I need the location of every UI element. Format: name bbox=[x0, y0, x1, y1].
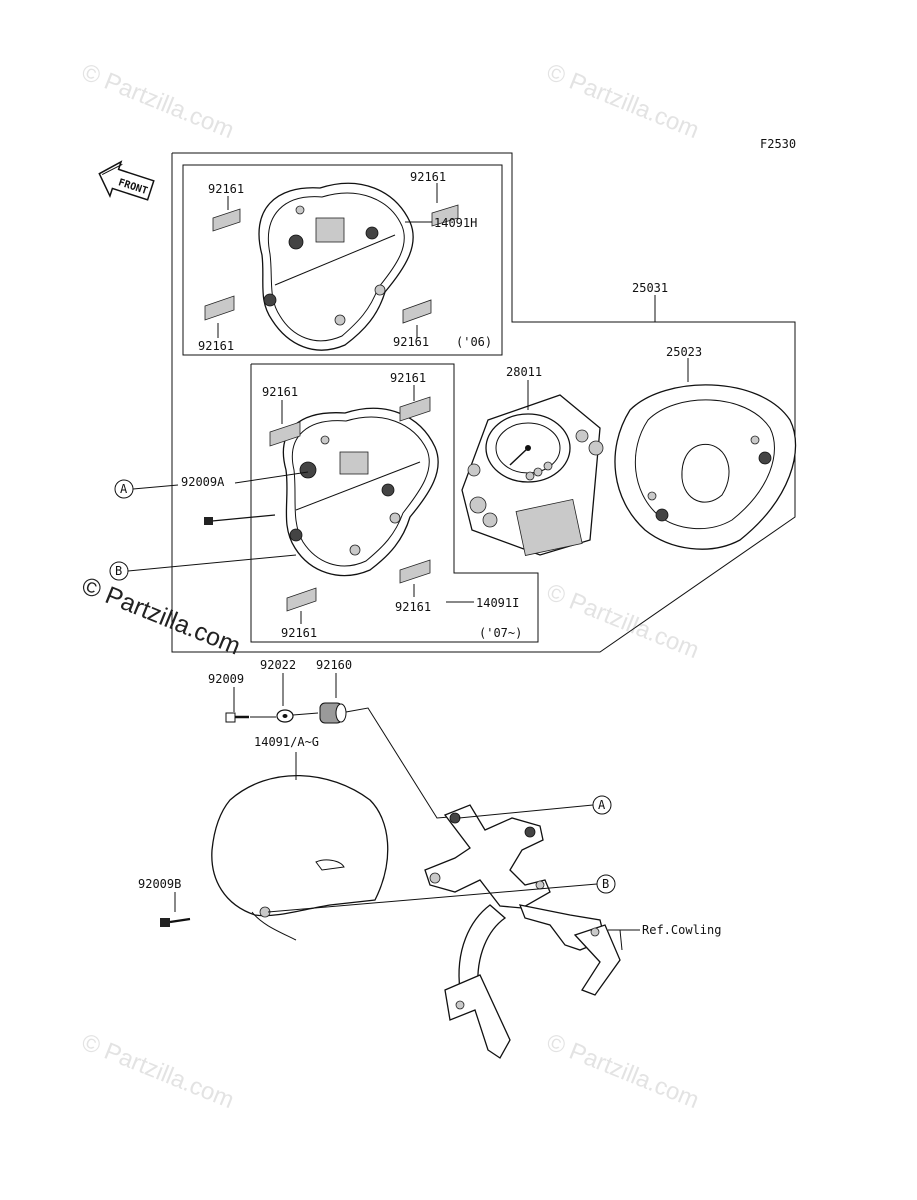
label-25023: 25023 bbox=[666, 345, 702, 359]
sticker-92161-5 bbox=[269, 421, 301, 447]
label-92022: 92022 bbox=[260, 658, 296, 672]
label-14091H: 14091H bbox=[434, 216, 477, 230]
watermark-1: © Partzilla.com bbox=[78, 59, 238, 145]
watermark-3: © Partzilla.com bbox=[543, 579, 703, 665]
box-2006 bbox=[182, 164, 503, 356]
label-92009A: 92009A bbox=[181, 475, 225, 489]
label-92161-7: 92161 bbox=[281, 626, 317, 640]
label-28011: 28011 bbox=[506, 365, 542, 379]
sticker-92161-7 bbox=[286, 587, 317, 612]
label-14091AG: 14091/A~G bbox=[254, 735, 319, 749]
meter-case-14091I bbox=[282, 407, 439, 577]
label-92161-2: 92161 bbox=[410, 170, 446, 184]
label-92161-1: 92161 bbox=[208, 182, 244, 196]
label-92161-4: 92161 bbox=[393, 335, 429, 349]
note-2007: ('07~) bbox=[479, 626, 522, 640]
meter-cover-25023 bbox=[614, 384, 797, 550]
front-arrow-icon: FRONT bbox=[98, 160, 155, 201]
sticker-92161-4 bbox=[402, 299, 432, 324]
box-2007 bbox=[250, 363, 539, 643]
label-92161-3: 92161 bbox=[198, 339, 234, 353]
sticker-92161-8 bbox=[399, 559, 431, 584]
watermark-4: © Partzilla.com bbox=[78, 1029, 238, 1115]
label-92161-8: 92161 bbox=[395, 600, 431, 614]
sticker-92161-1 bbox=[212, 208, 241, 232]
meter-unit-28011 bbox=[461, 394, 604, 557]
watermark-5: © Partzilla.com bbox=[543, 1029, 703, 1115]
label-92009B: 92009B bbox=[138, 877, 181, 891]
label-92161-6: 92161 bbox=[390, 371, 426, 385]
callout-B-upper bbox=[109, 561, 129, 581]
watermark-prominent: © Partzilla.com bbox=[78, 572, 245, 661]
screw-92009A bbox=[204, 514, 276, 525]
callout-B-upper-letter: B bbox=[115, 564, 122, 578]
grommet-92160 bbox=[319, 702, 347, 724]
sticker-92161-3 bbox=[204, 295, 235, 321]
screw-92009B bbox=[160, 917, 191, 927]
screw-92009 bbox=[225, 712, 249, 723]
label-ref-cowling: Ref.Cowling bbox=[642, 923, 721, 937]
sticker-92161-6 bbox=[399, 396, 431, 422]
label-14091I: 14091I bbox=[476, 596, 519, 610]
assembly-outline-25031 bbox=[171, 152, 796, 653]
label-92161-5: 92161 bbox=[262, 385, 298, 399]
label-92160: 92160 bbox=[316, 658, 352, 672]
label-92009: 92009 bbox=[208, 672, 244, 686]
label-25031: 25031 bbox=[632, 281, 668, 295]
figure-code: F2530 bbox=[760, 137, 796, 151]
callout-A-lower bbox=[592, 795, 612, 815]
meter-case-14091H bbox=[258, 182, 414, 351]
callout-B-lower bbox=[596, 874, 616, 894]
callout-A-upper bbox=[114, 479, 134, 499]
meter-case-14091AG bbox=[211, 774, 389, 941]
callout-A-upper-letter: A bbox=[120, 482, 128, 496]
callout-A-lower-letter: A bbox=[598, 798, 606, 812]
note-2006: ('06) bbox=[456, 335, 492, 349]
mounting-bracket bbox=[424, 804, 621, 1059]
callout-B-lower-letter: B bbox=[602, 877, 609, 891]
watermark-2: © Partzilla.com bbox=[543, 59, 703, 145]
